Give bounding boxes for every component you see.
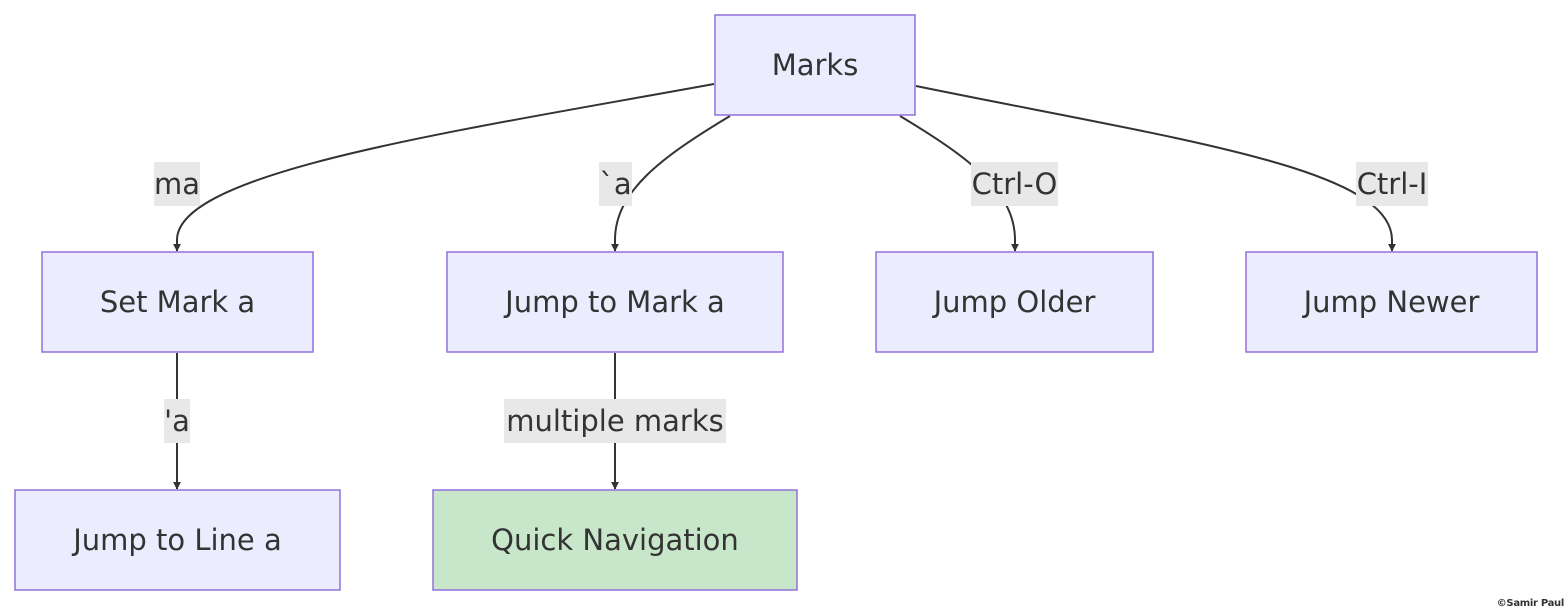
node-set-mark-a: Set Mark a — [41, 251, 314, 353]
node-box — [875, 251, 1154, 353]
edge-label-background — [1356, 162, 1428, 206]
edge-label-background — [971, 162, 1058, 206]
edge-label-background — [164, 399, 190, 443]
edge-arrow — [611, 115, 731, 252]
edge-label: Ctrl-O — [972, 167, 1058, 201]
edge-marks-to-jump-to-mark-a: `a — [599, 115, 731, 252]
node-label: Jump to Mark a — [503, 285, 725, 319]
edge-jump-to-mark-a-to-quick-navigation: multiple marks — [504, 353, 726, 490]
edge-set-mark-a-to-jump-to-line-a: 'a — [164, 353, 190, 490]
node-label: Quick Navigation — [491, 523, 739, 557]
node-label: Set Mark a — [100, 285, 255, 319]
edges-layer: ma `a Ctrl-O Ctrl-I 'a multiple marks — [154, 83, 1428, 490]
node-quick-navigation: Quick Navigation — [432, 489, 798, 591]
edge-arrow — [173, 83, 715, 252]
edge-label: `a — [599, 167, 631, 201]
edge-label: Ctrl-I — [1357, 167, 1428, 201]
node-jump-to-mark-a: Jump to Mark a — [446, 251, 784, 353]
edge-marks-to-set-mark-a: ma — [154, 83, 715, 252]
node-marks: Marks — [714, 14, 916, 116]
edge-label-background — [154, 162, 200, 206]
node-box — [1245, 251, 1538, 353]
node-label: Jump to Line a — [71, 523, 282, 557]
node-label: Jump Older — [932, 285, 1096, 319]
node-box — [446, 251, 784, 353]
node-box — [41, 251, 314, 353]
node-jump-to-line-a: Jump to Line a — [14, 489, 341, 591]
edge-label: ma — [154, 167, 200, 201]
edge-marks-to-jump-newer: Ctrl-I — [915, 85, 1428, 252]
node-box — [714, 14, 916, 116]
edge-label: multiple marks — [506, 404, 724, 438]
watermark-signature: ©Samir Paul — [1496, 598, 1565, 609]
edge-arrow — [915, 85, 1396, 252]
edge-label: 'a — [164, 404, 190, 438]
node-label: Marks — [772, 48, 859, 82]
edge-label-background — [504, 399, 726, 443]
node-label: Jump Newer — [1302, 285, 1480, 319]
edge-marks-to-jump-older: Ctrl-O — [899, 115, 1058, 252]
node-box — [432, 489, 798, 591]
node-box — [14, 489, 341, 591]
edge-label-background — [599, 162, 632, 206]
node-jump-older: Jump Older — [875, 251, 1154, 353]
node-jump-newer: Jump Newer — [1245, 251, 1538, 353]
